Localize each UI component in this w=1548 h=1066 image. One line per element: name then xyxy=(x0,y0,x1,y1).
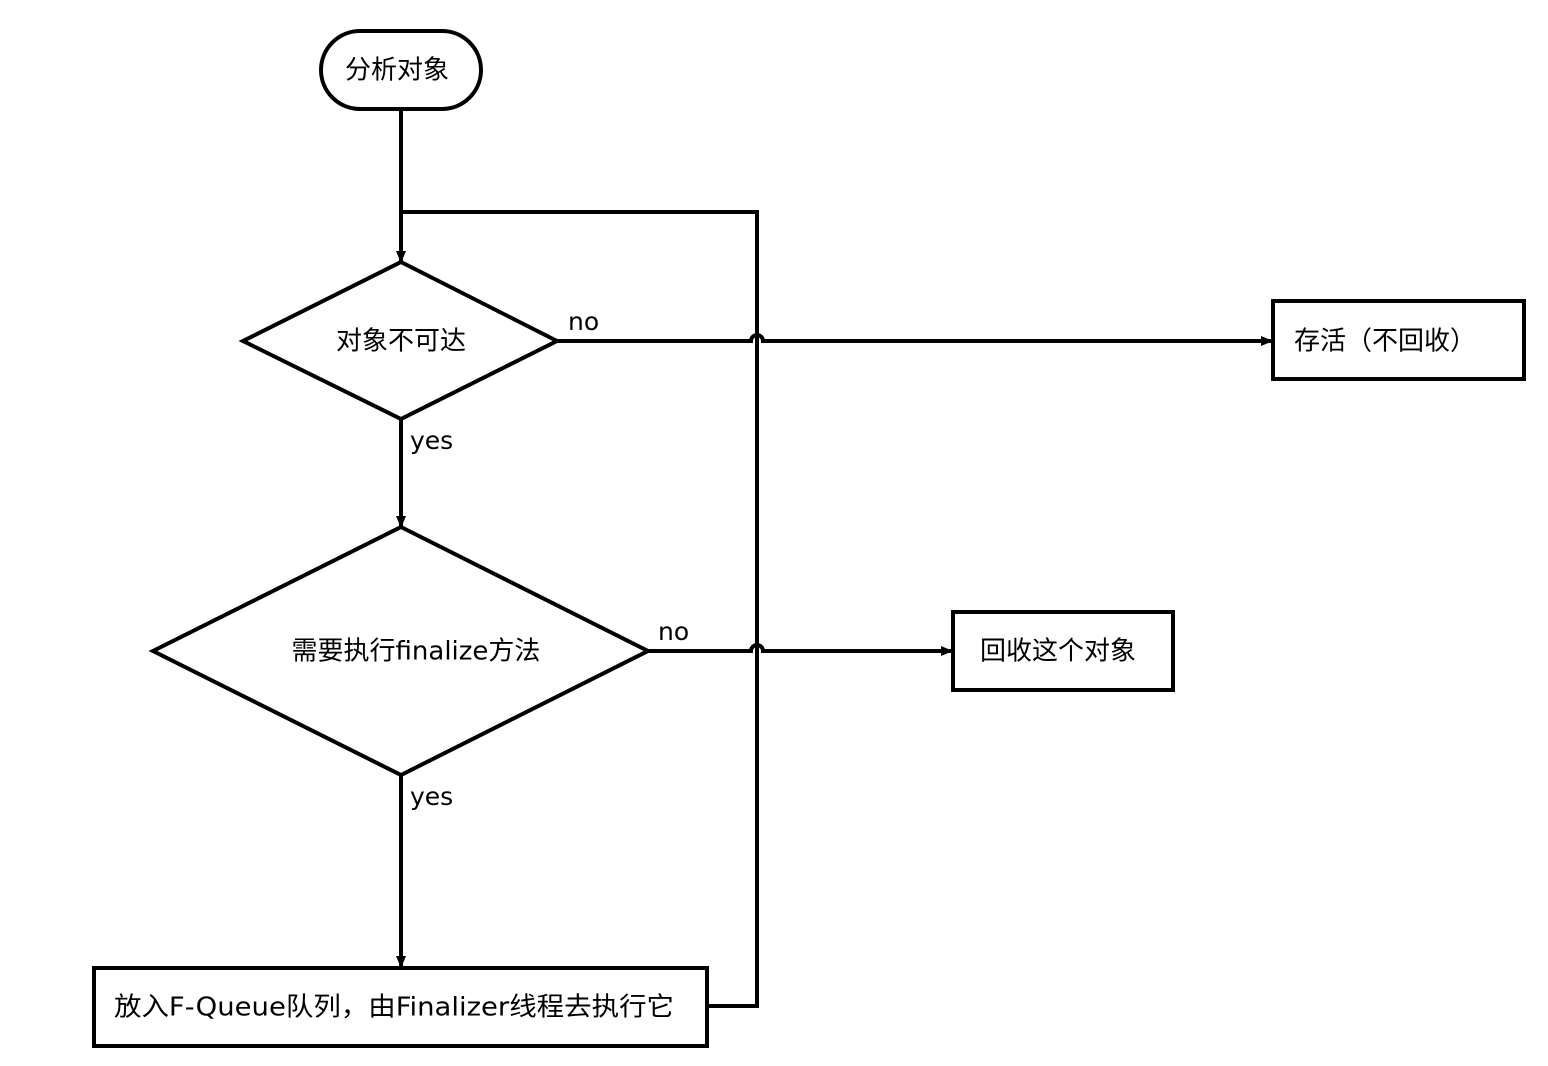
edge-finalize-no-to-reclaim xyxy=(648,643,953,656)
start-node-label: 分析对象 xyxy=(345,56,449,86)
unreachable-decision xyxy=(238,259,562,422)
edge-fqueue-loop-back xyxy=(401,210,759,1008)
edge-label-unreachable-no: no xyxy=(568,307,599,336)
reclaim-node-label: 回收这个对象 xyxy=(980,637,1136,667)
fqueue-node xyxy=(92,966,709,1048)
edge-label-finalize-yes: yes xyxy=(410,782,453,811)
finalize-decision xyxy=(148,524,653,778)
edge-label-finalize-no: no xyxy=(658,617,689,646)
reclaim-node xyxy=(951,610,1175,692)
unreachable-decision-label: 对象不可达 xyxy=(336,327,466,357)
alive-node-label: 存活（不回收） xyxy=(1294,327,1476,357)
alive-node xyxy=(1271,299,1526,381)
start-node xyxy=(319,29,483,111)
fqueue-node-label: 放入F-Queue队列，由Finalizer线程去执行它 xyxy=(114,993,674,1023)
edge-label-unreachable-yes: yes xyxy=(410,426,453,455)
finalize-decision-label: 需要执行finalize方法 xyxy=(292,637,541,667)
edge-unreachable-no-to-alive xyxy=(557,333,1273,346)
